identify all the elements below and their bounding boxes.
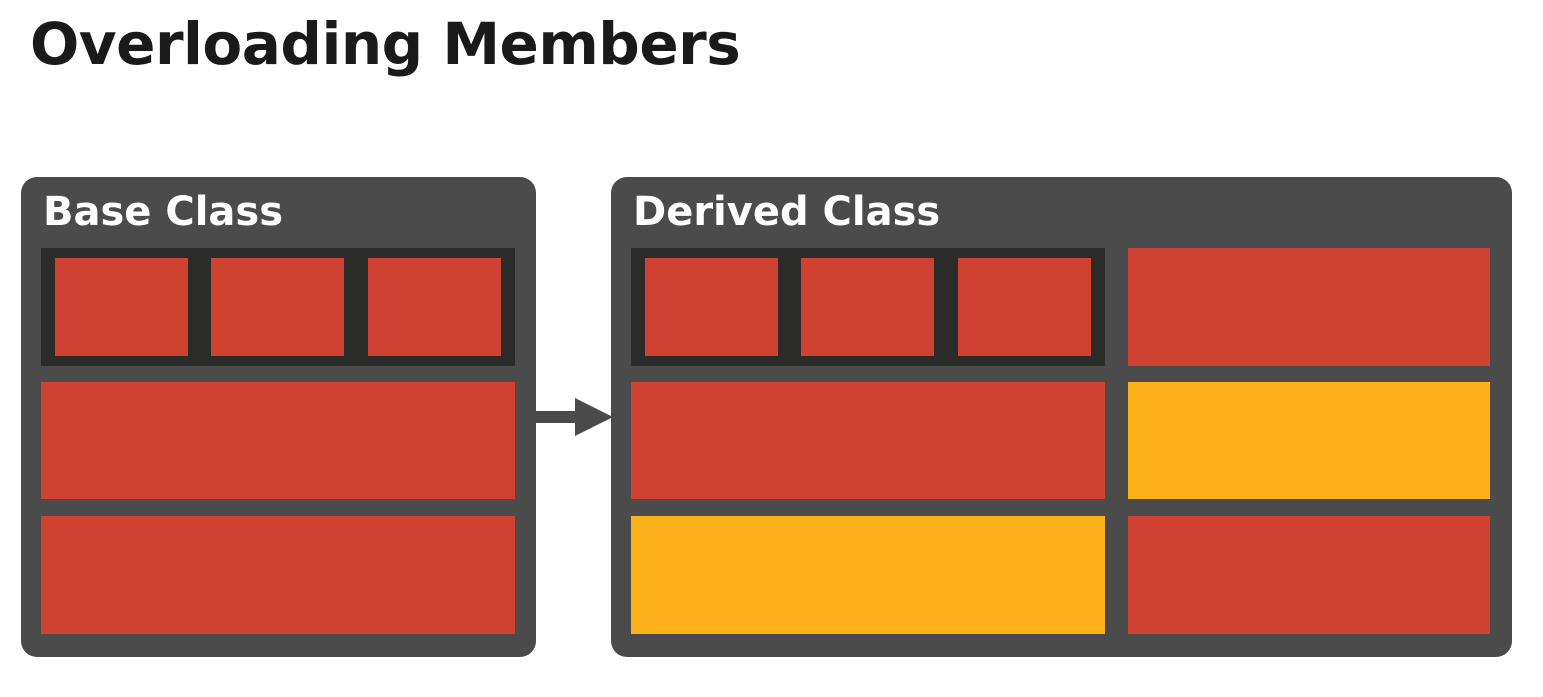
base-class-box: Base Class xyxy=(21,177,536,657)
derived-class-title: Derived Class xyxy=(633,189,941,235)
slide-title: Overloading Members xyxy=(30,10,741,78)
derived-new-member-3 xyxy=(1128,516,1490,634)
derived-member-group xyxy=(631,248,1105,366)
derived-group-member-1 xyxy=(645,258,778,356)
derived-group-member-2 xyxy=(801,258,934,356)
derived-group-member-3 xyxy=(958,258,1091,356)
base-member-row-2 xyxy=(41,382,515,499)
derived-class-box: Derived Class xyxy=(611,177,1512,657)
derived-overloaded-new-member-2 xyxy=(1128,382,1490,499)
base-group-member-3 xyxy=(368,258,501,356)
arrow-shaft xyxy=(535,411,581,423)
base-class-title: Base Class xyxy=(43,189,284,235)
derived-new-member-1 xyxy=(1128,248,1490,366)
base-group-member-2 xyxy=(211,258,344,356)
arrow-head xyxy=(575,398,613,436)
base-member-group xyxy=(41,248,515,366)
derived-member-row-2 xyxy=(631,382,1105,499)
derived-overloaded-member-row-3 xyxy=(631,516,1105,634)
base-group-member-1 xyxy=(55,258,188,356)
base-member-row-3 xyxy=(41,516,515,634)
inheritance-arrow xyxy=(535,398,613,436)
